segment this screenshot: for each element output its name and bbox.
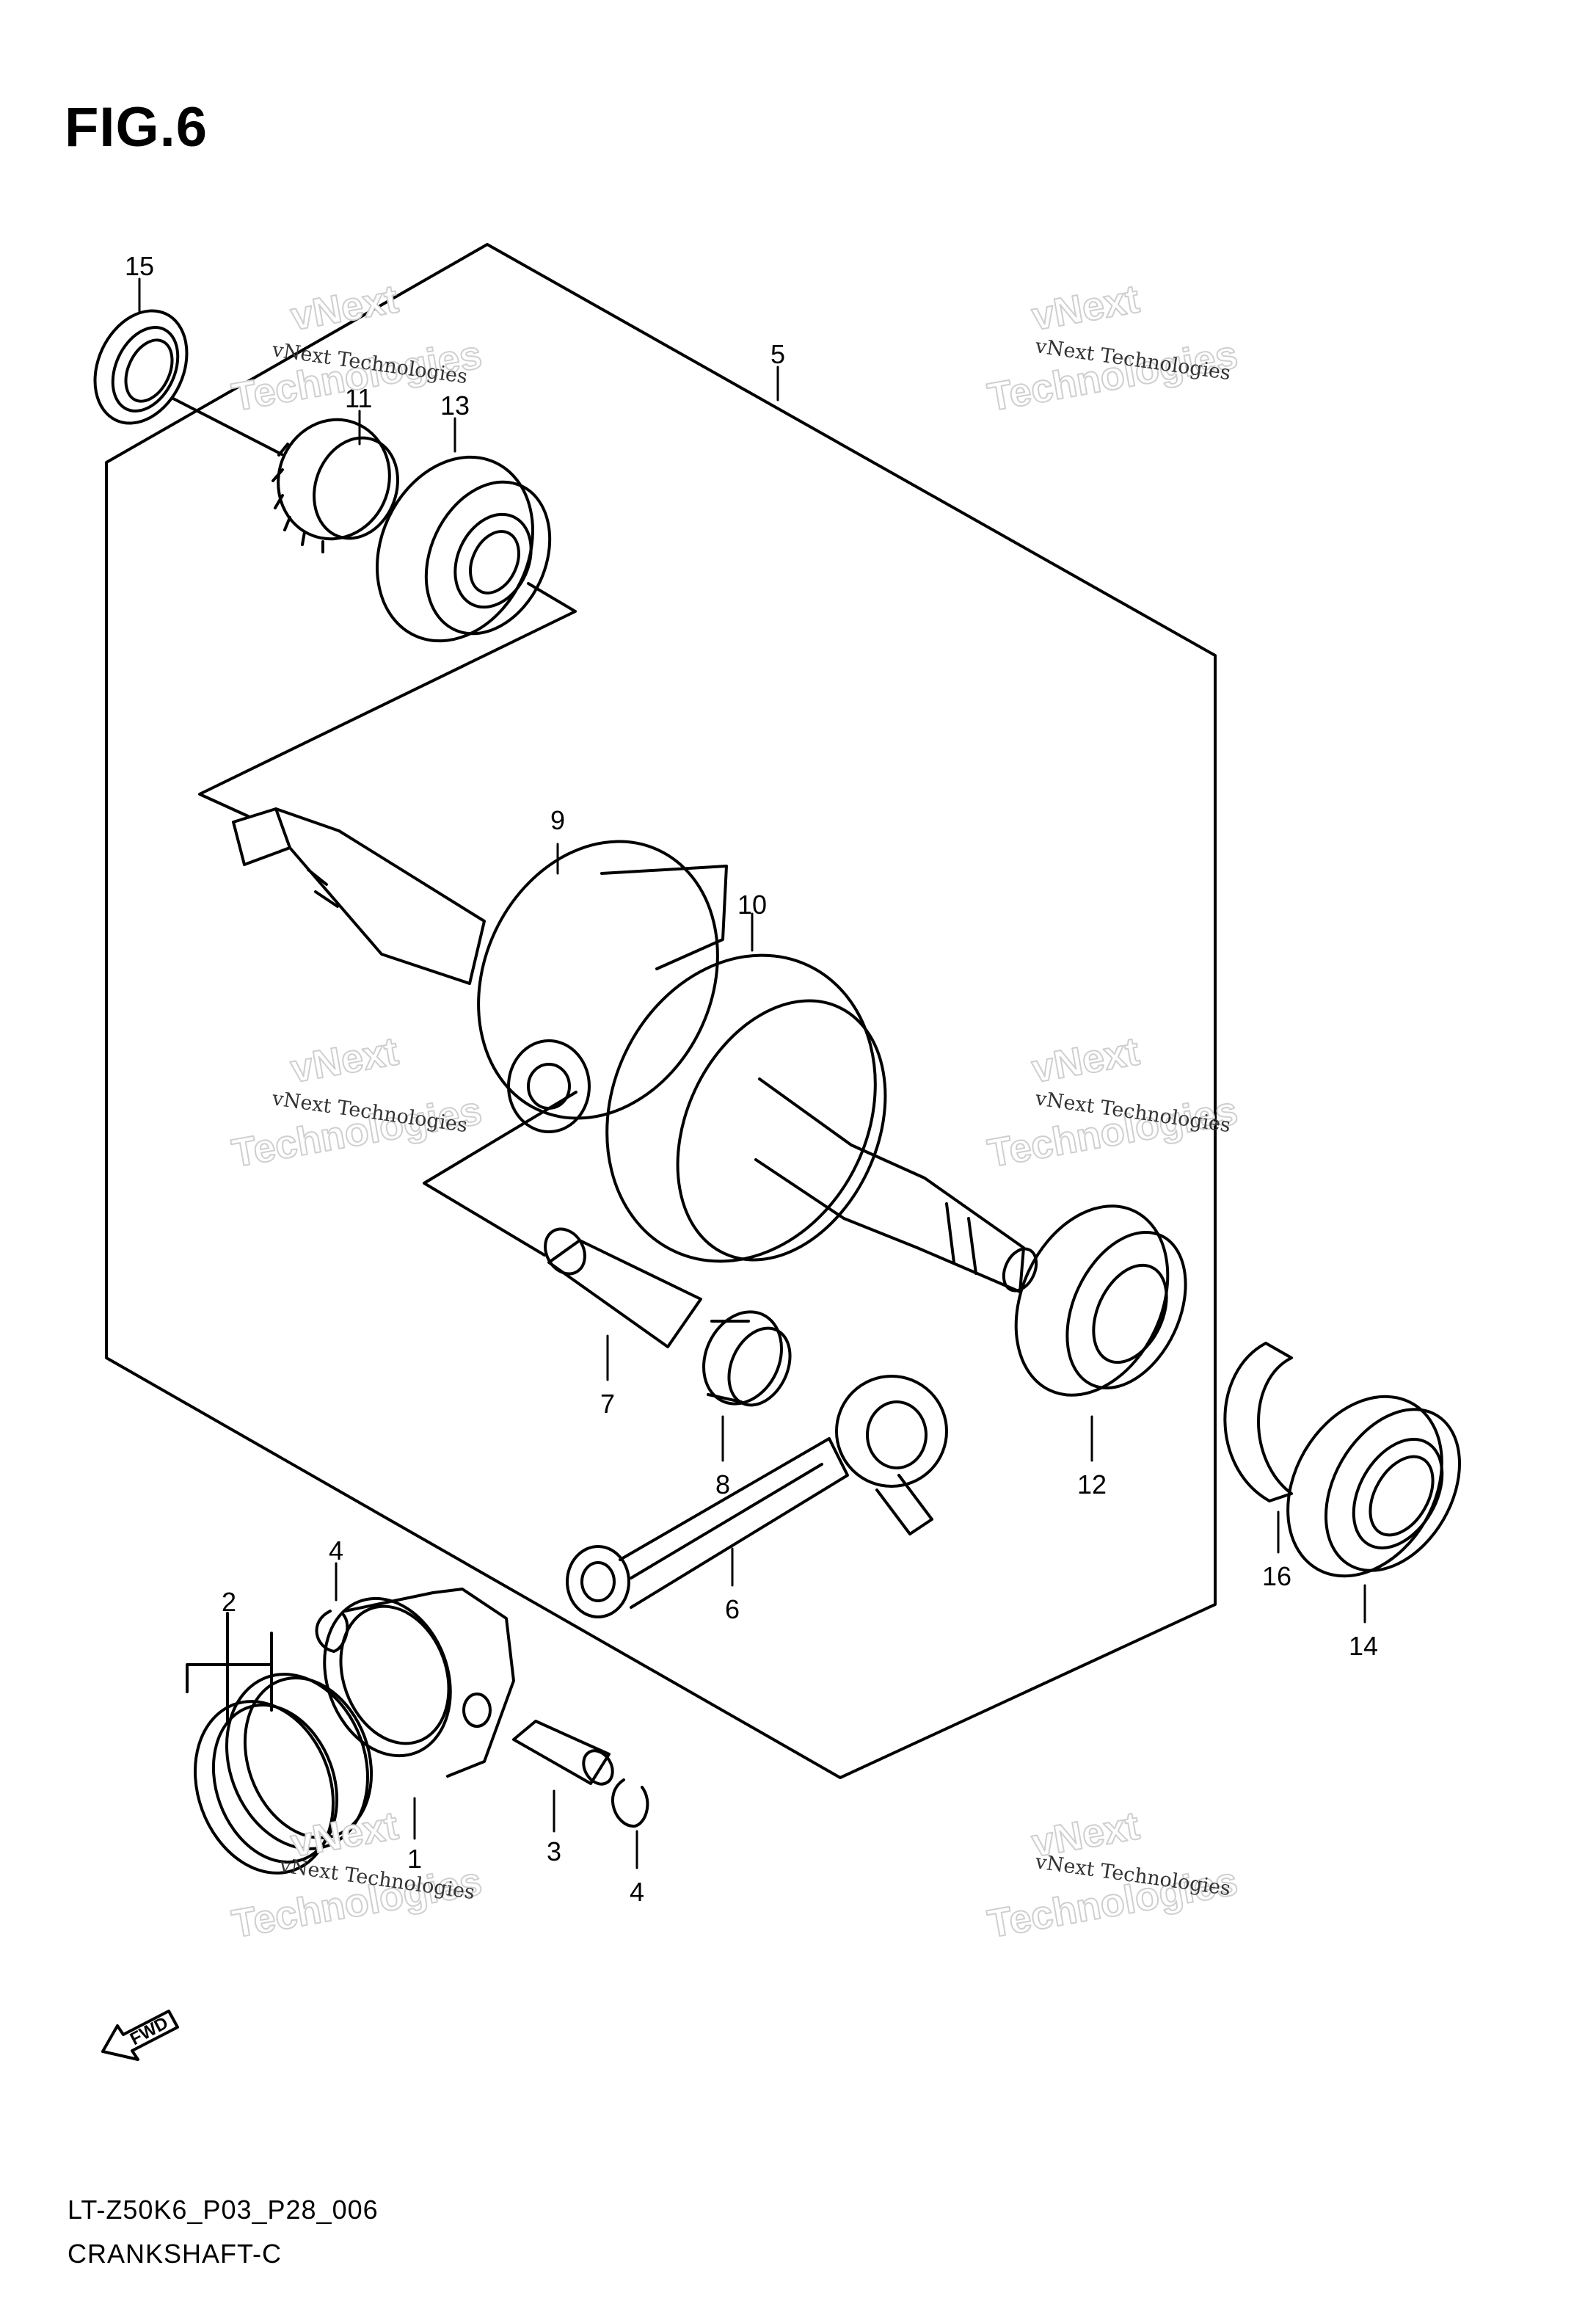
callout-16: 16 [1262,1561,1291,1591]
callout-7: 7 [600,1389,615,1419]
callout-3: 3 [547,1836,561,1866]
piston-pin-3 [512,1720,614,1786]
fwd-label: FWD [127,2013,172,2049]
needle-bearing-8 [702,1310,792,1407]
svg-text:vNext: vNext [1029,1029,1143,1091]
svg-text:vNext: vNext [288,1803,401,1866]
callout-13: 13 [440,390,470,421]
callout-4-lower: 4 [630,1877,644,1907]
drawing-code: LT-Z50K6_P03_P28_006 [68,2195,379,2225]
piston-rings-2 [186,1612,374,1875]
circlip-4-lower [611,1778,649,1828]
callout-4-upper: 4 [329,1535,343,1566]
bearing-12 [1014,1204,1187,1397]
callout-11: 11 [345,383,372,413]
callout-6: 6 [725,1594,740,1624]
figure-title: FIG.6 [65,96,208,159]
callout-8: 8 [715,1469,730,1499]
crank-pin-7 [544,1227,702,1348]
watermark-mid-left: vNext Technologies vNext Technologies [228,1028,486,1177]
watermark-top-right: vNext Technologies vNext Technologies [984,276,1242,421]
oil-seal-14 [1286,1395,1461,1578]
oil-seal-15 [93,309,189,425]
svg-text:vNext: vNext [1029,277,1143,339]
connecting-rod-6 [566,1375,948,1618]
callout-10: 10 [737,890,767,920]
forward-arrow-icon: FWD [101,2010,179,2061]
bearing-13 [376,455,552,643]
callout-15: 15 [125,251,154,281]
circlip-4-upper [315,1610,349,1653]
callout-9: 9 [550,805,565,835]
svg-text:vNext: vNext [288,1029,401,1091]
assembly-outline-5 [105,243,1217,1779]
watermark-mid-right: vNext Technologies vNext Technologies [984,1028,1242,1177]
drawing-name: CRANKSHAFT-C [68,2239,283,2269]
callout-leaders [138,277,1366,1869]
crankshaft-right-10 [605,953,1038,1293]
callout-14: 14 [1349,1631,1378,1661]
callout-12: 12 [1077,1469,1107,1499]
callout-labels: 1 2 3 4 4 5 6 7 8 9 10 11 12 13 14 15 16 [125,251,1378,1907]
callout-1: 1 [407,1844,422,1874]
callout-5: 5 [770,339,785,369]
crankshaft-left-9 [232,807,728,1133]
guide-line-upper [198,582,577,818]
circlip-16 [1223,1342,1293,1502]
piston-1 [323,1588,515,1778]
watermark-bottom-right: vNext Technologies vNext Technologies [984,1803,1242,1947]
svg-text:vNext: vNext [288,277,401,339]
callout-2: 2 [222,1587,236,1617]
leader-15-11 [172,397,283,456]
watermark-bottom-left: vNext Technologies vNext Technologies [228,1803,486,1947]
gear-11 [272,418,399,553]
